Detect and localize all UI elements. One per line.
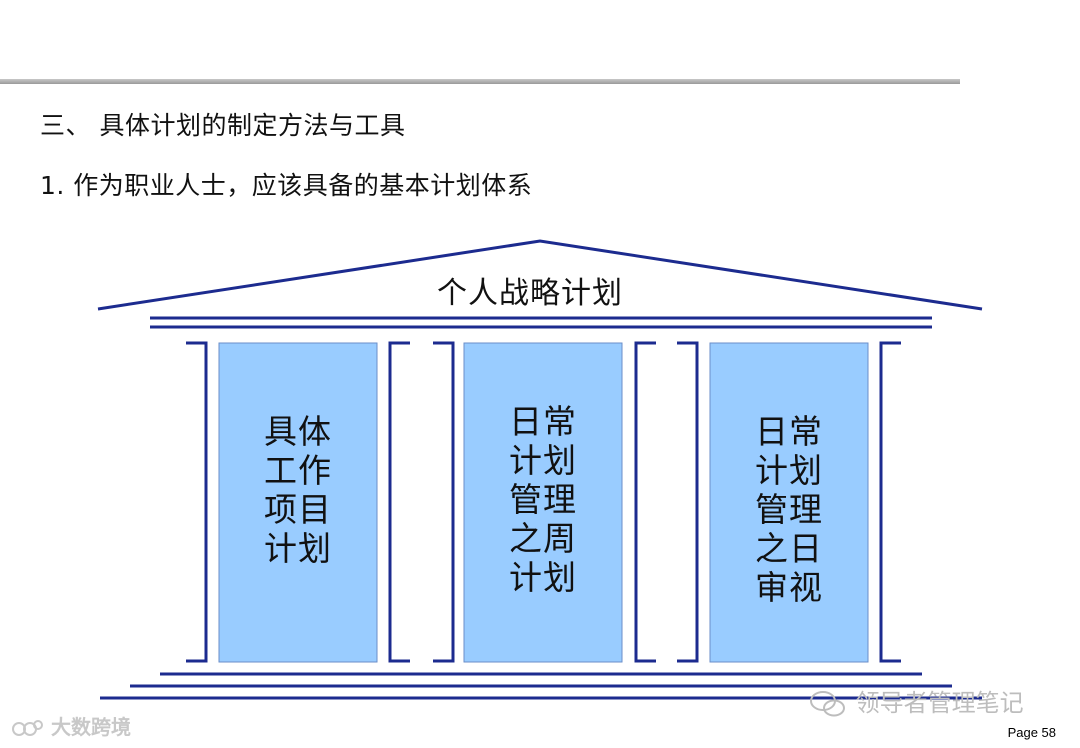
- column-bracket-4: [634, 341, 656, 663]
- pillar-label-line: 管理: [755, 490, 823, 529]
- column-bracket-6: [879, 341, 901, 663]
- watermark-left: 大数跨境: [10, 711, 131, 740]
- pillar-label-3: 日常 计划 管理 之日 审视: [710, 412, 868, 607]
- pillar-label-line: 项目: [264, 490, 332, 529]
- column-bracket-2: [388, 341, 410, 663]
- section-heading: 三、 具体计划的制定方法与工具: [40, 111, 406, 140]
- pillar-label-line: 工作: [264, 451, 332, 490]
- pillar-label-line: 具体: [264, 412, 332, 451]
- watermark-logo-icon: [12, 719, 43, 736]
- pillar-label-line: 计划: [509, 441, 577, 480]
- pillar-3: [709, 342, 869, 663]
- watermark-left-text: 大数跨境: [50, 715, 131, 739]
- pillar-label-line: 之日: [755, 529, 823, 568]
- pillar-label-line: 日常: [755, 412, 823, 451]
- column-bracket-5: [677, 341, 699, 663]
- pillar-label-line: 审视: [755, 568, 823, 607]
- pillar-label-line: 管理: [509, 480, 577, 519]
- pillar-label-line: 计划: [264, 529, 332, 568]
- chat-bubble-icon: [810, 691, 845, 717]
- page-number: Page 58: [1007, 725, 1056, 740]
- top-divider: [0, 79, 960, 84]
- watermark-right: 领导者管理笔记: [808, 683, 1024, 719]
- column-bracket-3: [433, 341, 455, 663]
- pillar-label-1: 具体 工作 项目 计划: [219, 412, 377, 568]
- pillar-label-line: 计划: [755, 451, 823, 490]
- pillar-1: [218, 342, 378, 663]
- watermark-right-text: 领导者管理笔记: [855, 689, 1024, 717]
- pillar-2: [463, 342, 623, 663]
- pillar-label-line: 之周: [509, 519, 577, 558]
- pillar-label-2: 日常 计划 管理 之周 计划: [464, 402, 622, 597]
- column-bracket-1: [186, 341, 208, 663]
- pillar-label-line: 计划: [509, 558, 577, 597]
- roof-label: 个人战略计划: [437, 276, 623, 311]
- pillar-label-line: 日常: [509, 402, 577, 441]
- sub-heading: 1. 作为职业人士，应该具备的基本计划体系: [40, 171, 533, 200]
- roof-outline: [97, 239, 983, 311]
